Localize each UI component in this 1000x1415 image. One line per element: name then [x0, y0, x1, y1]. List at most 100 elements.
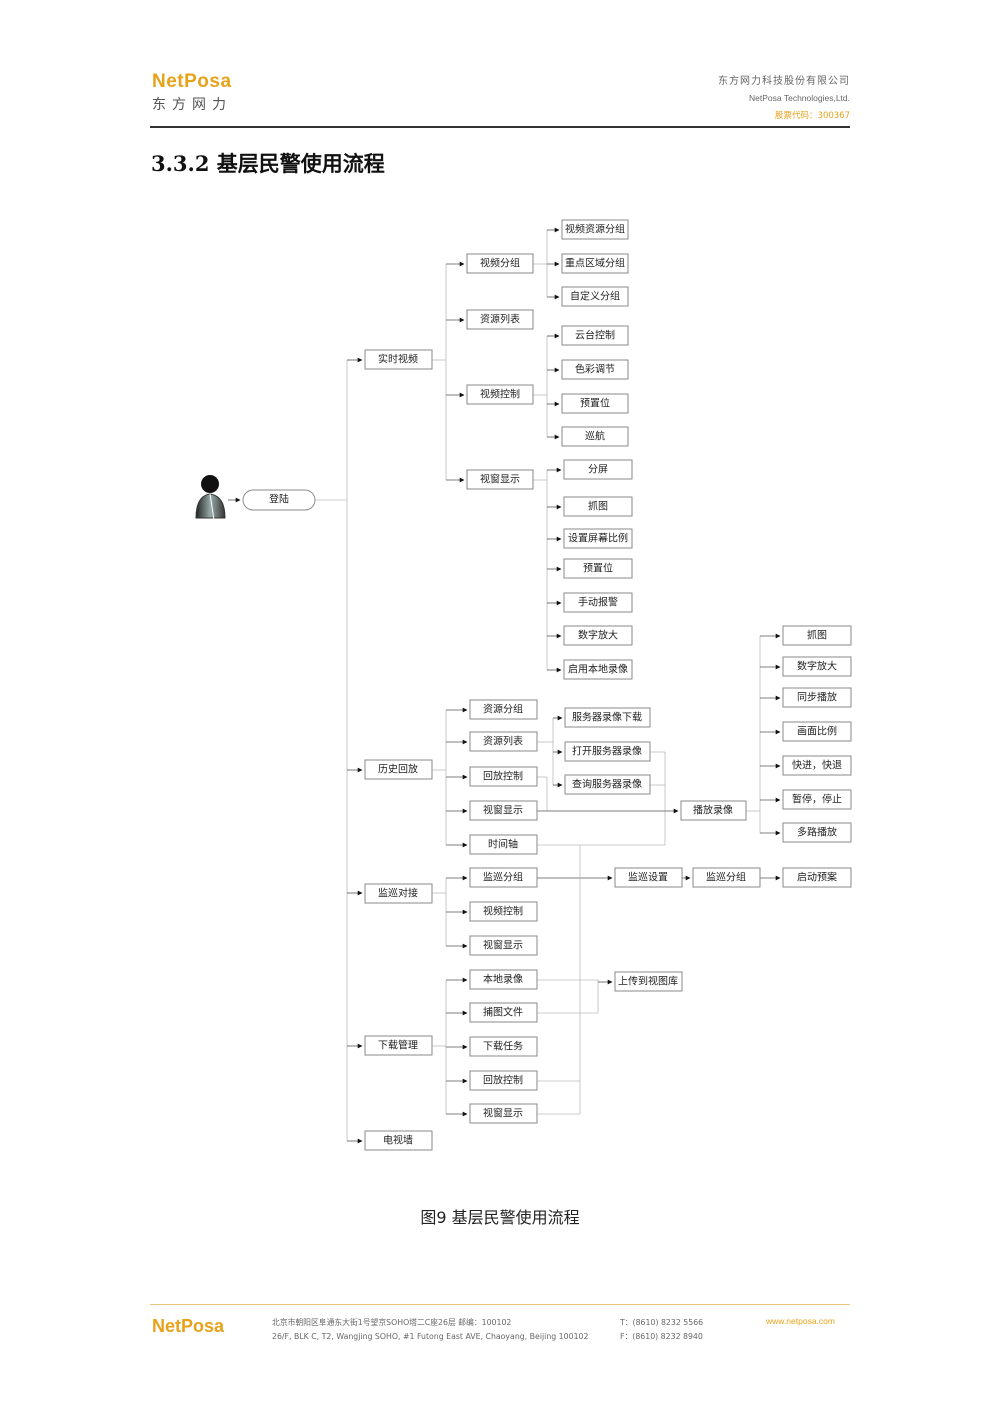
node-p-win: 视窗显示 [469, 935, 538, 956]
node-d-item: 本地录像 [469, 969, 538, 990]
node-rt-group-item: 重点区域分组 [561, 253, 629, 274]
node-play-item: 多路播放 [782, 822, 852, 843]
connectors [315, 227, 781, 1144]
svg-text:回放控制: 回放控制 [483, 770, 523, 783]
svg-text:电视墙: 电视墙 [383, 1134, 413, 1147]
svg-text:预置位: 预置位 [580, 397, 610, 410]
node-history: 历史回放 [364, 759, 433, 780]
node-p-setting: 监巡设置 [614, 867, 683, 888]
footer-fax: F：(8610) 8232 8940 [620, 1332, 703, 1341]
svg-text:巡航: 巡航 [585, 430, 605, 443]
footer-address-cn: 北京市朝阳区阜通东大街1号望京SOHO塔二C座26层 邮编：100102 [272, 1318, 512, 1327]
node-play-item: 快进，快退 [782, 755, 852, 776]
section-title: 3.3.2 基层民警使用流程 [151, 151, 385, 176]
node-rt-win-item: 手动报警 [563, 592, 633, 613]
svg-text:视窗显示: 视窗显示 [483, 804, 523, 817]
svg-text:分屏: 分屏 [588, 464, 608, 476]
flow-diagram: 登陆 实时视频 历史回放 监巡对接 下载管理 电视墙 视频分组 资源列表 视频控… [195, 219, 852, 1151]
svg-text:本地录像: 本地录像 [483, 973, 523, 986]
node-patrol: 监巡对接 [364, 883, 433, 904]
footer-contact: T：(8610) 8232 5566 F：(8610) 8232 8940 [620, 1316, 703, 1344]
node-rt-win-item: 预置位 [563, 558, 633, 579]
svg-text:重点区域分组: 重点区域分组 [565, 257, 625, 270]
node-play-item: 同步播放 [782, 687, 852, 708]
svg-text:资源列表: 资源列表 [480, 313, 520, 326]
svg-text:视窗显示: 视窗显示 [483, 939, 523, 952]
svg-text:监巡分组: 监巡分组 [483, 871, 523, 884]
node-rt-win: 视窗显示 [466, 469, 534, 490]
company-en: NetPosa Technologies,Ltd. [749, 93, 850, 103]
node-play-item: 抓图 [782, 625, 852, 646]
header-logo: NetPosa 东方网力 [152, 72, 232, 114]
footer-website[interactable]: www.netposa.com [766, 1316, 835, 1326]
svg-text:历史回放: 历史回放 [378, 763, 418, 776]
node-h-reslist-item: 查询服务器录像 [564, 774, 651, 795]
svg-text:时间轴: 时间轴 [488, 838, 518, 851]
svg-text:打开服务器录像: 打开服务器录像 [572, 745, 642, 758]
svg-text:同步播放: 同步播放 [797, 691, 837, 704]
svg-text:查询服务器录像: 查询服务器录像 [572, 778, 642, 791]
svg-text:资源列表: 资源列表 [483, 735, 523, 748]
node-rt-group-item: 视频资源分组 [561, 219, 629, 240]
company-cn: 东方网力科技股份有限公司 [718, 76, 850, 87]
header-divider [150, 126, 850, 128]
node-download: 下载管理 [364, 1035, 433, 1056]
svg-text:回放控制: 回放控制 [483, 1074, 523, 1087]
node-rt-ctrl: 视频控制 [466, 384, 534, 405]
node-p-plan: 启动预案 [782, 867, 852, 888]
svg-text:监巡分组: 监巡分组 [706, 871, 746, 884]
svg-text:视频控制: 视频控制 [483, 905, 523, 918]
node-rt-ctrl-item: 色彩调节 [561, 359, 629, 380]
svg-text:设置屏幕比例: 设置屏幕比例 [568, 532, 628, 545]
node-rt-win-item: 抓图 [563, 496, 633, 517]
node-d-item: 回放控制 [469, 1070, 538, 1091]
svg-text:实时视频: 实时视频 [378, 353, 418, 366]
node-rt-ctrl-item: 预置位 [561, 393, 629, 414]
footer-tel: T：(8610) 8232 5566 [620, 1318, 704, 1327]
svg-text:暂停，停止: 暂停，停止 [792, 793, 842, 806]
svg-text:数字放大: 数字放大 [578, 629, 618, 642]
footer-divider [150, 1304, 850, 1305]
svg-text:快进，快退: 快进，快退 [792, 760, 842, 772]
svg-text:上传到视图库: 上传到视图库 [618, 975, 678, 988]
node-rt-win-item: 数字放大 [563, 625, 633, 646]
node-h-playctrl: 回放控制 [469, 766, 538, 787]
node-rt-ctrl-item: 云台控制 [561, 325, 629, 346]
footer-logo: NetPosa [152, 1316, 225, 1336]
node-rt-ctrl-item: 巡航 [561, 426, 629, 447]
node-h-timeline: 时间轴 [469, 834, 538, 855]
node-playrec: 播放录像 [680, 800, 747, 821]
svg-text:视窗显示: 视窗显示 [480, 473, 520, 486]
node-tvwall: 电视墙 [364, 1130, 433, 1151]
header-company: 东方网力科技股份有限公司 NetPosa Technologies,Ltd. 股… [718, 72, 850, 121]
svg-text:监巡设置: 监巡设置 [628, 871, 668, 884]
svg-text:下载管理: 下载管理 [378, 1039, 418, 1052]
node-h-resgroup: 资源分组 [469, 699, 538, 720]
node-play-item: 数字放大 [782, 656, 852, 677]
node-h-reslist-item: 服务器录像下载 [564, 707, 651, 728]
node-rt-win-item: 设置屏幕比例 [563, 528, 633, 549]
svg-text:登陆: 登陆 [269, 493, 289, 506]
node-d-item: 视窗显示 [469, 1103, 538, 1124]
node-p-group2: 监巡分组 [692, 867, 761, 888]
node-rt-reslist: 资源列表 [466, 309, 534, 330]
svg-text:启用本地录像: 启用本地录像 [568, 663, 628, 676]
svg-text:抓图: 抓图 [588, 500, 608, 513]
node-realtime: 实时视频 [364, 349, 433, 370]
node-upload: 上传到视图库 [614, 971, 683, 992]
svg-text:播放录像: 播放录像 [693, 804, 733, 817]
svg-text:手动报警: 手动报警 [578, 596, 618, 609]
user-icon [195, 475, 226, 521]
node-p-group: 监巡分组 [469, 867, 538, 888]
logo-text: NetPosa [152, 71, 232, 92]
svg-text:启动预案: 启动预案 [797, 871, 837, 884]
svg-text:监巡对接: 监巡对接 [378, 887, 418, 900]
svg-text:下载任务: 下载任务 [483, 1040, 523, 1053]
node-h-reslist-item: 打开服务器录像 [564, 741, 651, 762]
svg-text:多路播放: 多路播放 [797, 826, 837, 839]
node-h-reslist: 资源列表 [469, 731, 538, 752]
node-rt-group-item: 自定义分组 [561, 286, 629, 307]
svg-text:色彩调节: 色彩调节 [575, 363, 615, 376]
logo-cn: 东方网力 [152, 97, 232, 113]
svg-text:抓图: 抓图 [807, 629, 827, 642]
